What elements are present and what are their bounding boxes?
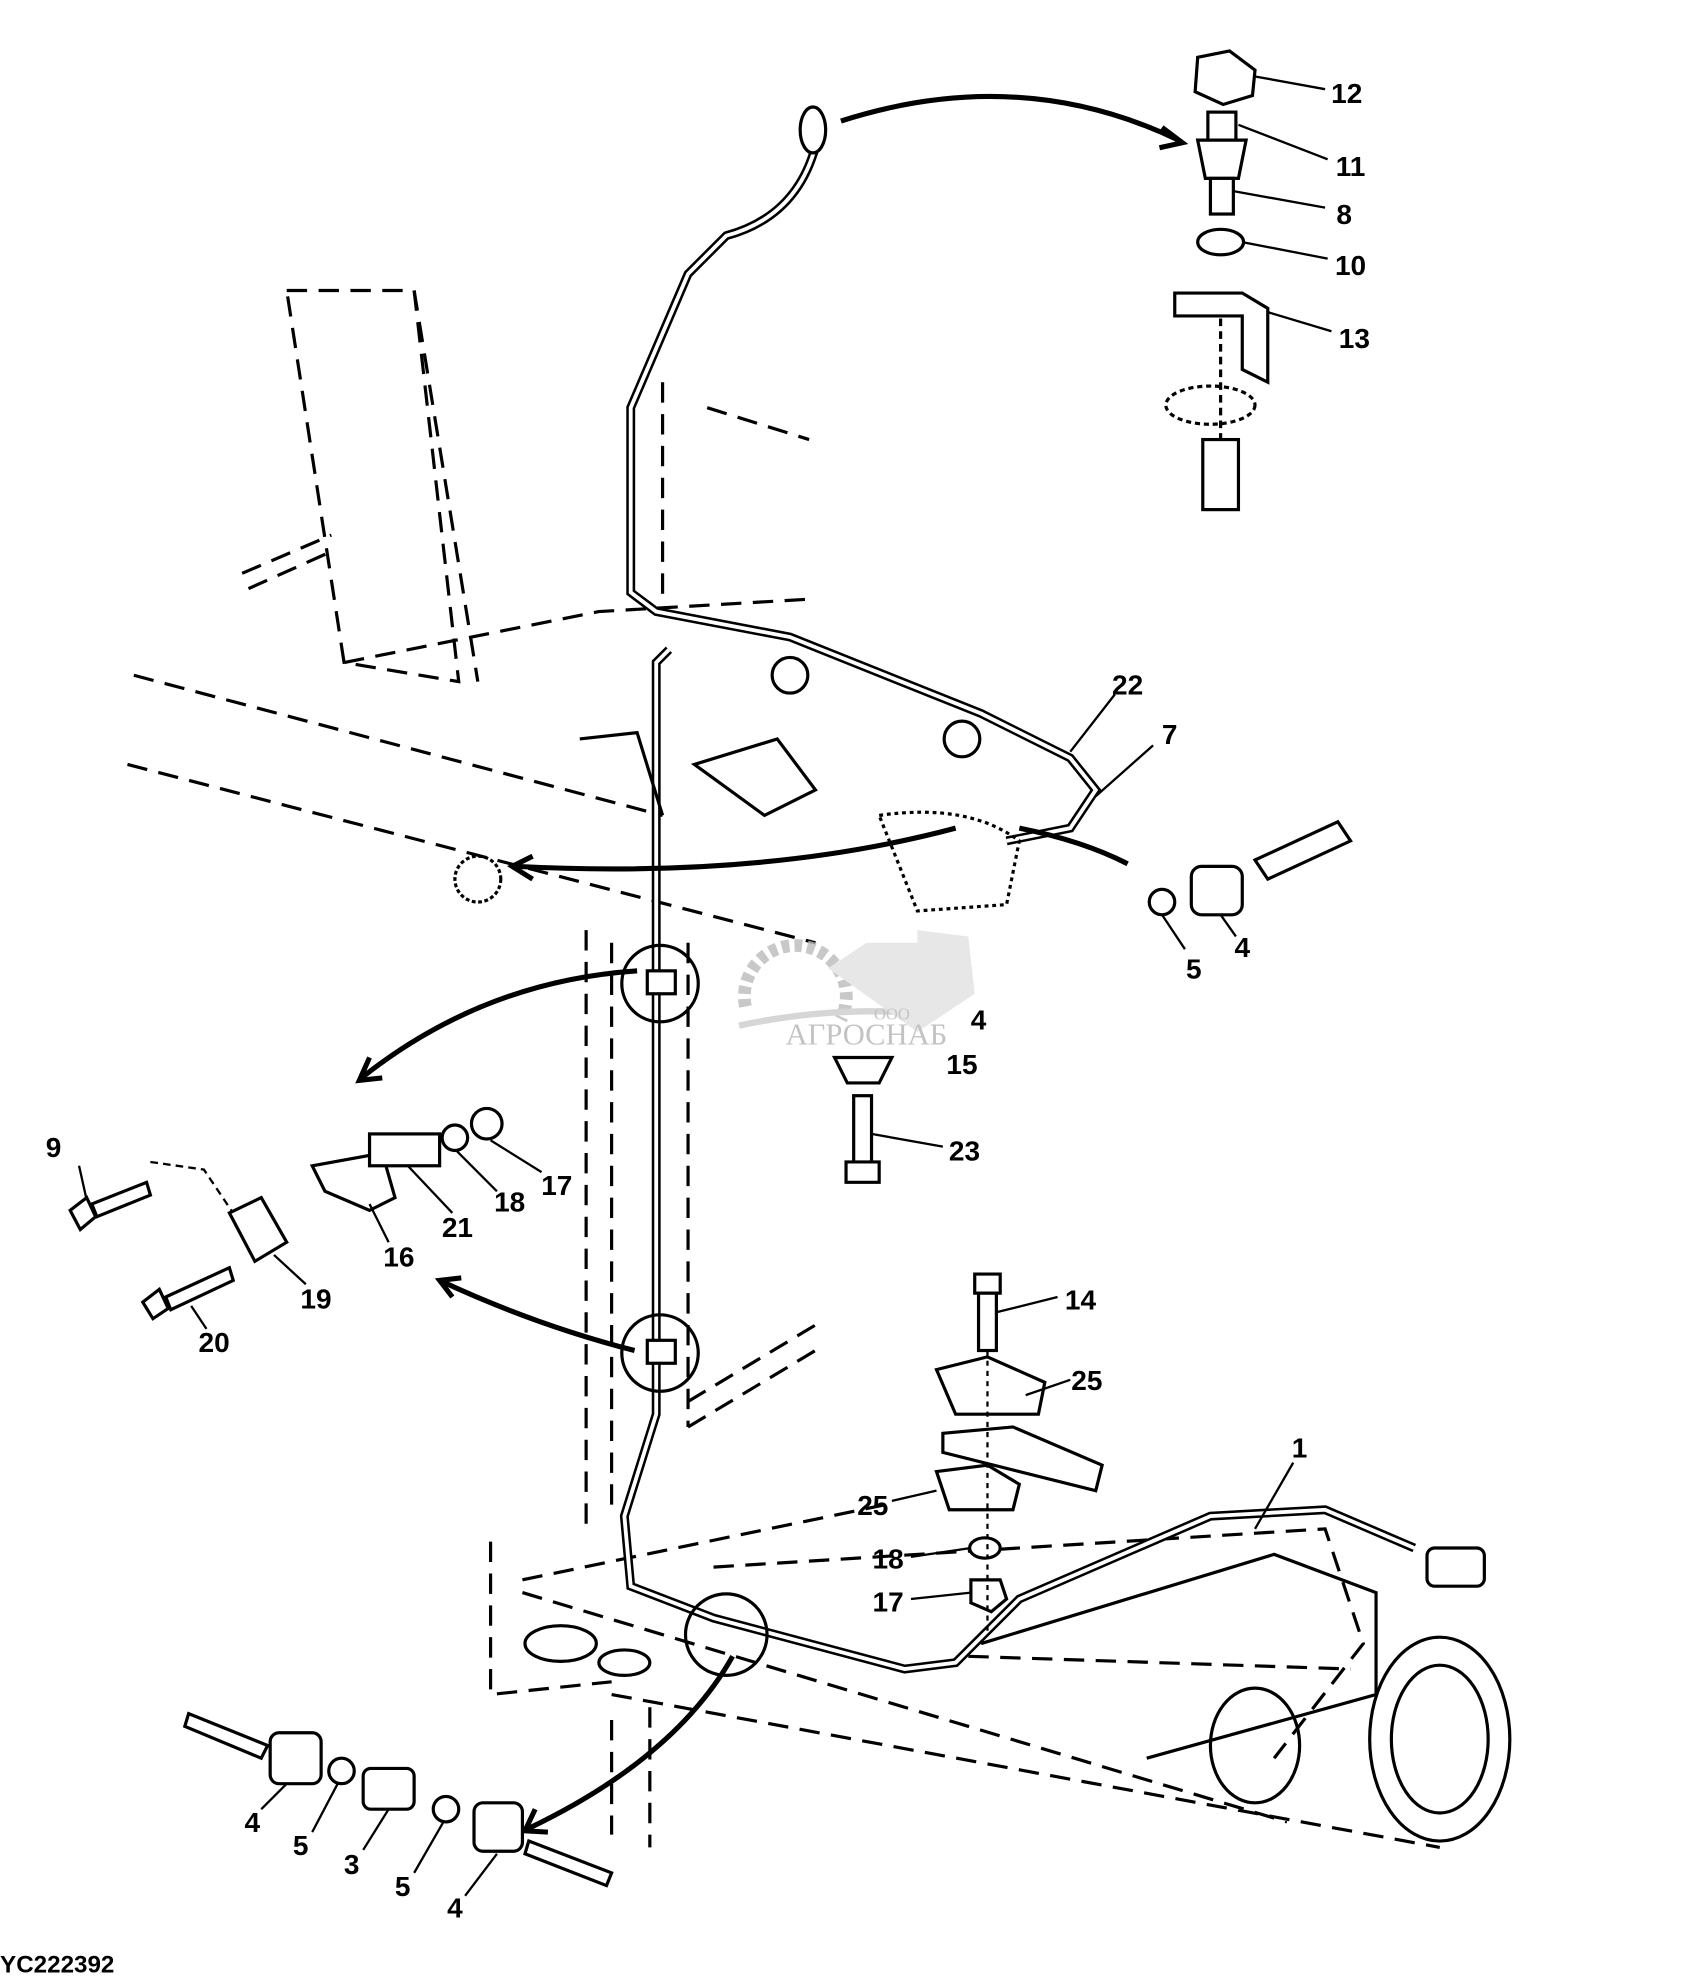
callout-4: 4	[1234, 932, 1250, 963]
agrosnab-watermark: ООО АГРОСНАБ	[738, 930, 975, 1052]
watermark-name: АГРОСНАБ	[786, 1018, 948, 1052]
callout-18: 18	[494, 1187, 525, 1218]
callout-13: 13	[1339, 323, 1370, 354]
callout-5: 5	[1186, 953, 1202, 984]
figure-id: YC222392	[0, 1951, 114, 1978]
callout-10: 10	[1335, 250, 1366, 281]
leader-lines	[77, 75, 1332, 1897]
callout-17: 17	[872, 1587, 903, 1618]
watermark-prefix: ООО	[874, 1004, 910, 1023]
callout-16: 16	[383, 1241, 414, 1272]
clamp-detail	[68, 1106, 504, 1321]
callout-12: 12	[1331, 78, 1362, 109]
callout-9: 9	[46, 1132, 62, 1163]
callout-8: 8	[1336, 199, 1352, 230]
callout-5: 5	[395, 1871, 411, 1902]
callout-15: 15	[946, 1049, 977, 1080]
callout-5: 5	[293, 1830, 309, 1861]
callout-labels: 12 11 8 10 13 22 7 5 4 9 17 18 21 16 19 …	[46, 78, 1370, 1923]
callout-18: 18	[872, 1543, 903, 1574]
callout-4: 4	[245, 1807, 261, 1838]
callout-11: 11	[1336, 151, 1366, 182]
callout-21: 21	[442, 1212, 473, 1243]
callout-4: 4	[447, 1892, 463, 1923]
bolt-23	[831, 1055, 895, 1184]
callout-20: 20	[199, 1327, 230, 1358]
callout-4-partial: 4	[971, 1004, 987, 1035]
union-fitting-detail	[182, 1711, 614, 1888]
callout-1: 1	[1292, 1433, 1308, 1464]
callout-19: 19	[300, 1283, 331, 1314]
elbow-fitting-detail	[1147, 819, 1353, 917]
machine-frame	[127, 288, 1441, 1849]
callout-25: 25	[1071, 1365, 1102, 1396]
callout-7: 7	[1162, 719, 1178, 750]
callout-3: 3	[344, 1849, 360, 1880]
detail-arrows	[355, 93, 1189, 1835]
callout-23: 23	[949, 1136, 980, 1167]
brake-unit	[523, 1546, 1512, 1843]
callout-14: 14	[1065, 1285, 1097, 1316]
callout-25: 25	[857, 1490, 888, 1521]
clamp-assembly	[934, 1272, 1105, 1631]
callout-17: 17	[541, 1170, 572, 1201]
brake-pipe	[579, 105, 1417, 1677]
callout-22: 22	[1112, 669, 1143, 700]
bleed-valve-assembly	[1164, 49, 1270, 512]
